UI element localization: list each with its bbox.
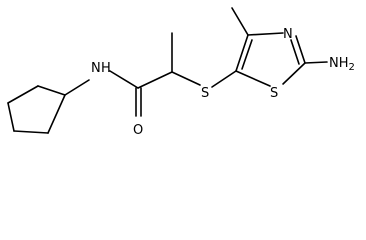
molecule-structure: N H O S S N NH2	[7, 7, 355, 138]
ring-nitrogen-label: N	[283, 27, 293, 42]
amino-subscript: 2	[349, 62, 355, 73]
amino-group-label: NH2	[329, 56, 355, 73]
cyclopentyl-ring	[7, 85, 66, 134]
amino-nh-text: NH	[329, 56, 349, 71]
carbonyl-oxygen-label: O	[133, 123, 143, 138]
amide-hydrogen-label: H	[101, 61, 111, 76]
amide-nitrogen-label: N	[91, 61, 101, 76]
thiazole-ring	[231, 7, 328, 87]
thioether-sulfur-label: S	[201, 86, 209, 101]
ring-sulfur-label: S	[270, 86, 278, 101]
amide-chain	[64, 32, 237, 117]
